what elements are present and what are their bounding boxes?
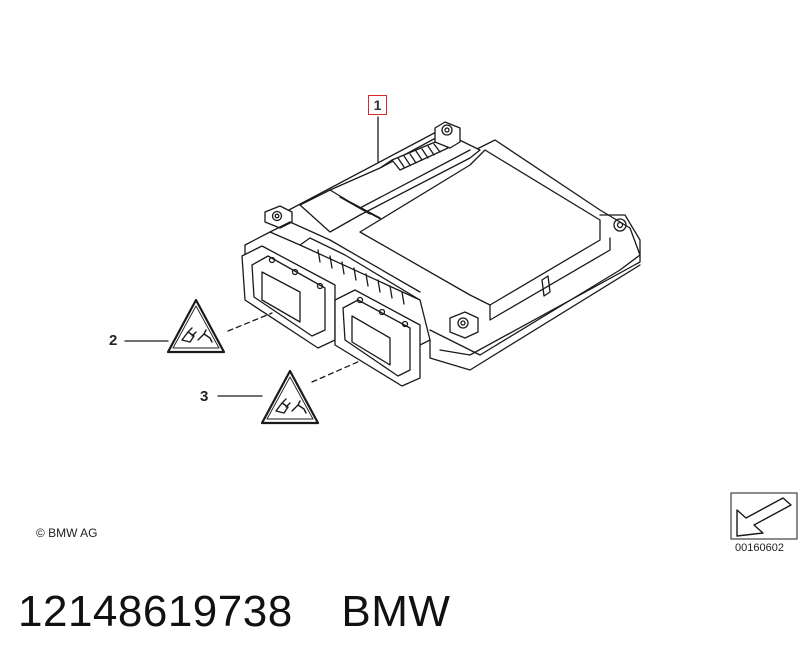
ecu-control-unit[interactable] — [241, 121, 641, 387]
connector-warning-triangle-icon — [260, 369, 320, 425]
brand-name: BMW — [341, 587, 451, 636]
part-footer: 12148619738 BMW — [18, 587, 450, 637]
dashed-line-3 — [311, 360, 361, 383]
callout-1[interactable]: 1 — [368, 95, 387, 115]
part-number: 12148619738 — [18, 587, 293, 636]
callout-2[interactable]: 2 — [109, 332, 118, 349]
callout-3[interactable]: 3 — [200, 388, 209, 405]
dashed-line-2 — [227, 312, 273, 332]
view-direction-arrow-icon — [730, 492, 798, 540]
copyright-notice: © BMW AG — [36, 526, 98, 540]
connector-warning-triangle-icon — [166, 298, 226, 354]
diagram-number: 00160602 — [735, 542, 784, 554]
